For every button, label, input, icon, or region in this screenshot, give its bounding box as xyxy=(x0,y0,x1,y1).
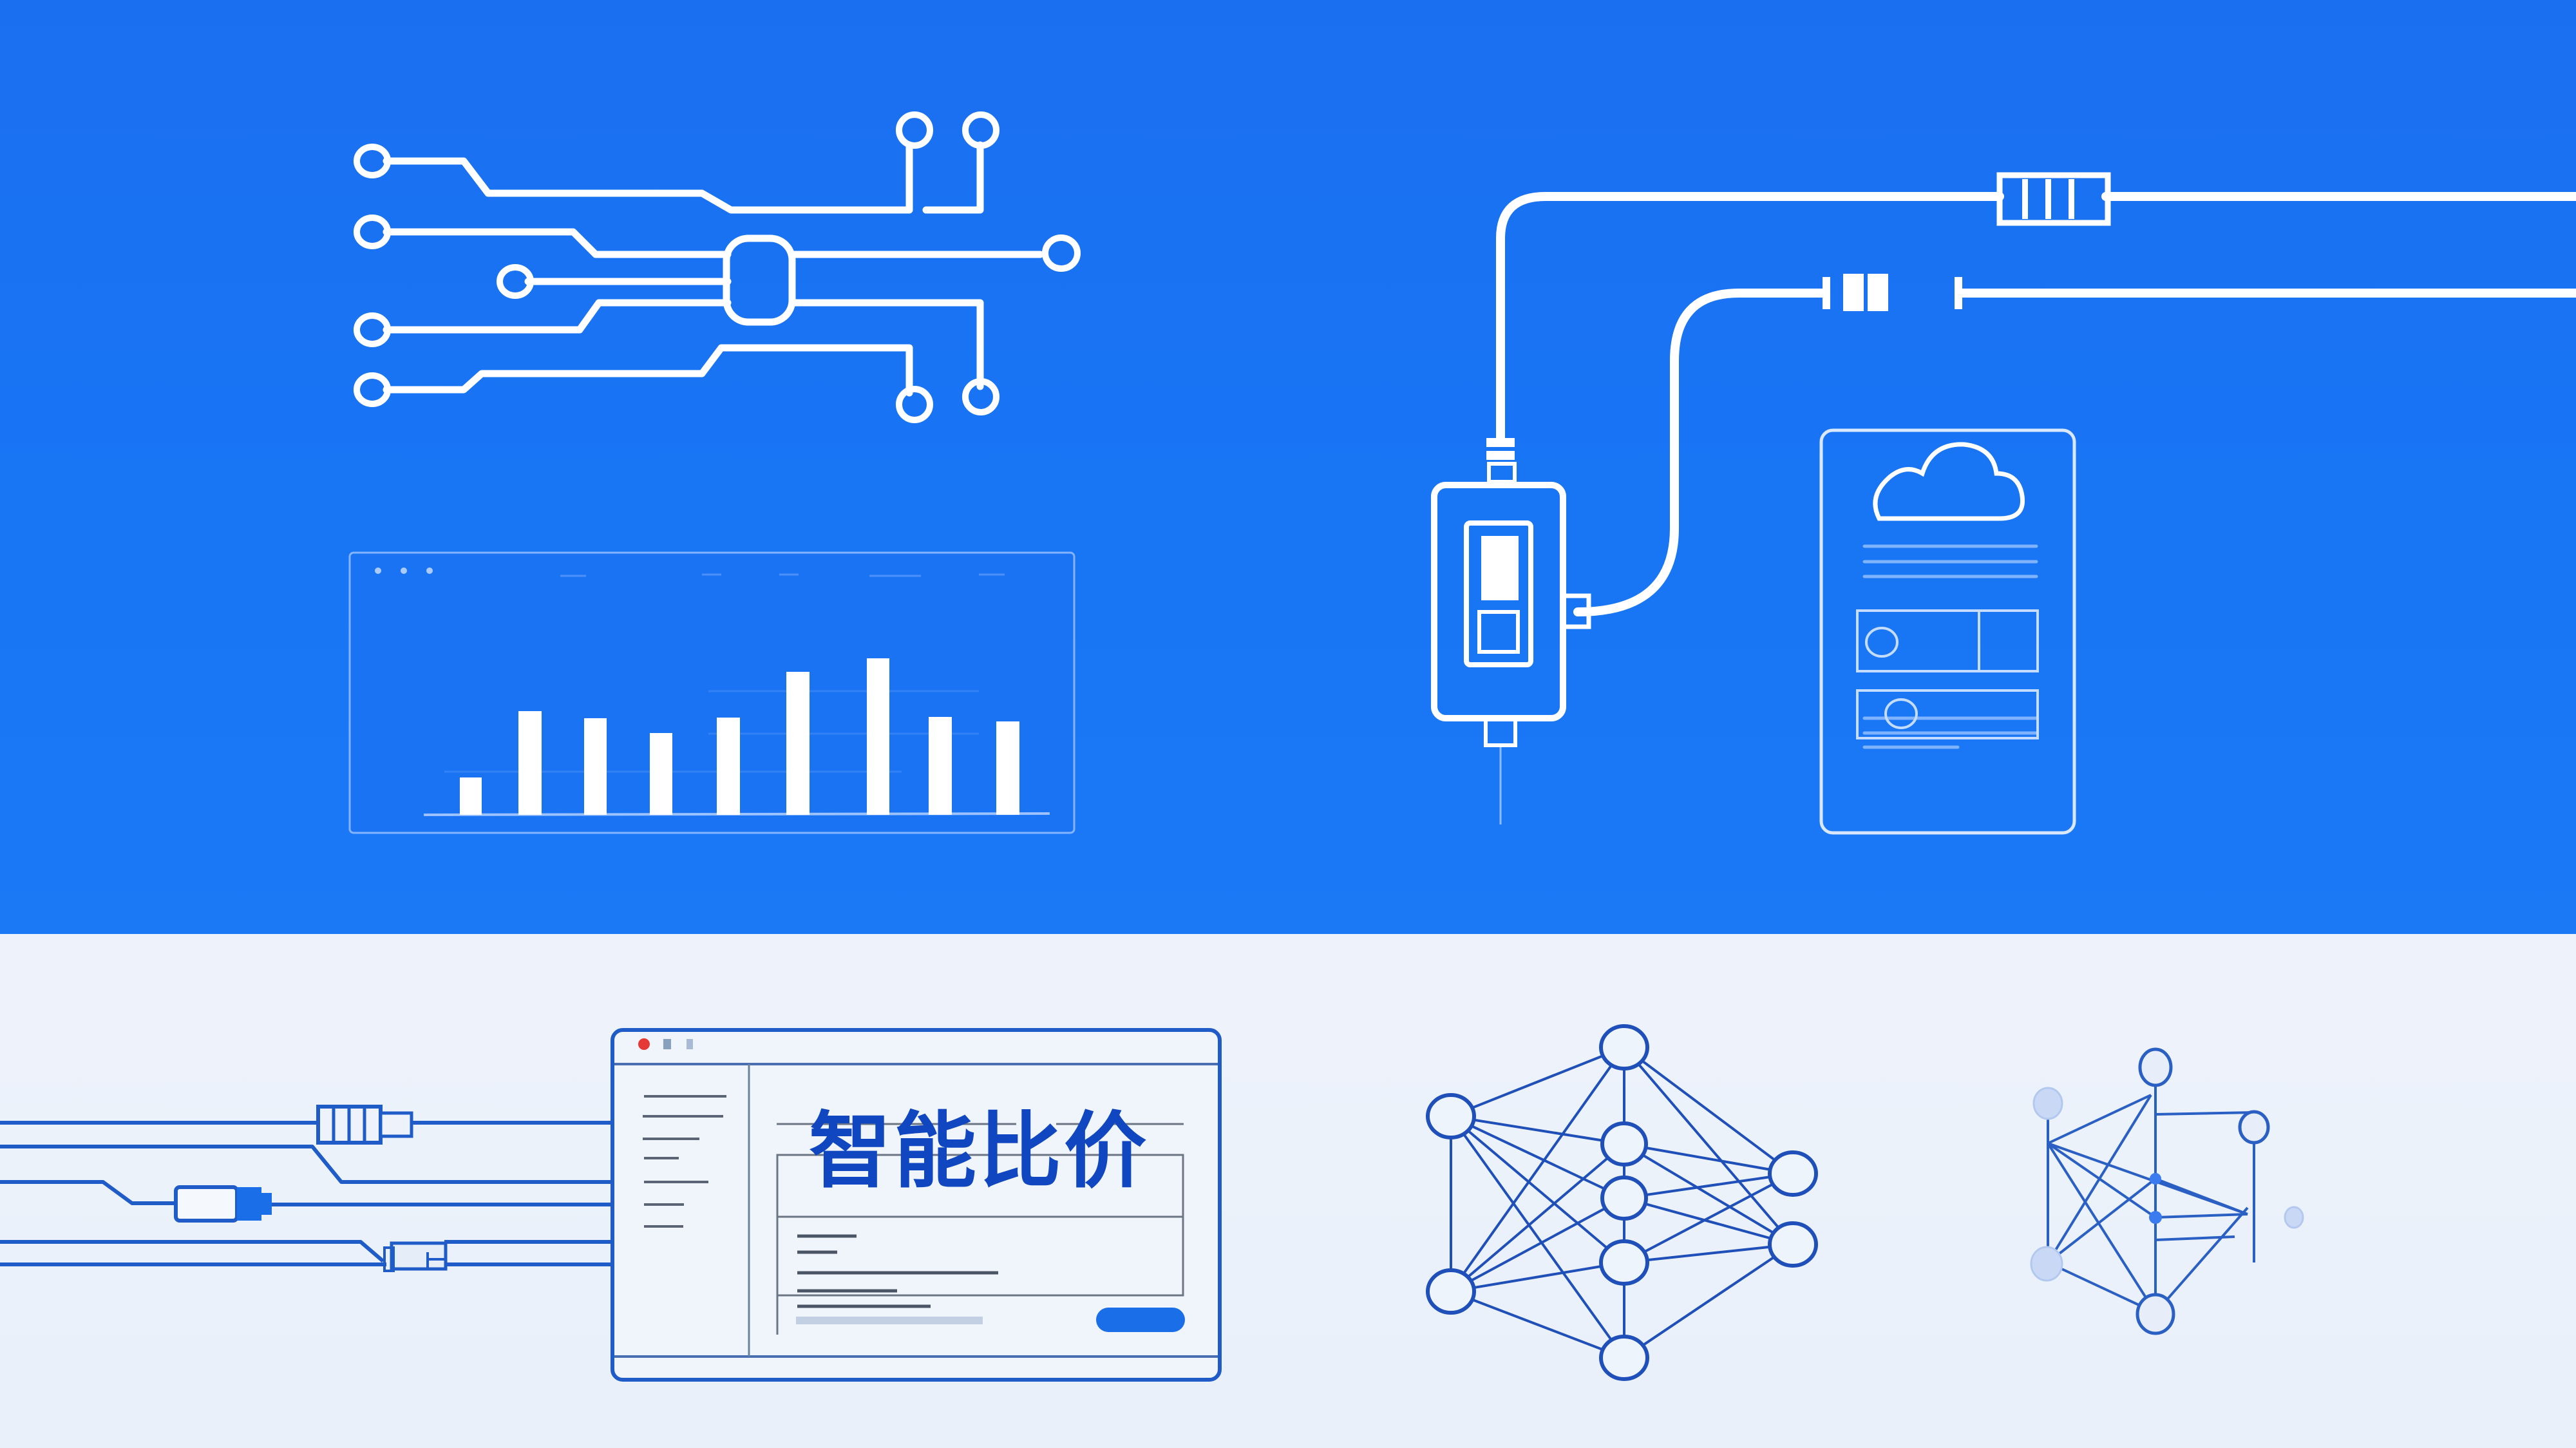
bar-1 xyxy=(460,777,482,815)
bar-8 xyxy=(929,717,952,815)
headline: 智能比价 xyxy=(808,1103,1149,1199)
bar-6 xyxy=(786,672,810,815)
compare-button[interactable] xyxy=(1096,1308,1185,1332)
window-close-dot xyxy=(638,1038,650,1050)
bar-2 xyxy=(518,711,542,815)
bar-4 xyxy=(650,733,672,815)
bar-3 xyxy=(584,718,607,815)
bottom-banner-background xyxy=(0,934,2576,1448)
bar-9 xyxy=(996,721,1019,815)
cloud-icon xyxy=(1873,442,2025,521)
bar-5 xyxy=(717,718,740,815)
bar-7 xyxy=(867,658,889,815)
